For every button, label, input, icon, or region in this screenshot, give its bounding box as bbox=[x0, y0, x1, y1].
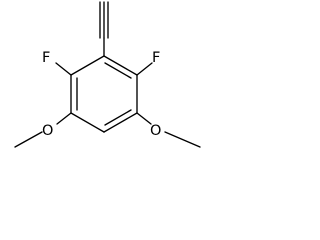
ring-double-bond-lower-right bbox=[104, 109, 132, 126]
ring-bond-6 bbox=[70, 55, 105, 76]
ring-double-bond-upper-right bbox=[104, 62, 132, 79]
ring-bond-4 bbox=[70, 112, 105, 133]
o-right-label: O bbox=[150, 123, 161, 139]
ring-bond-3 bbox=[103, 112, 138, 133]
f-right-label: F bbox=[152, 50, 160, 66]
o-left-label: O bbox=[42, 123, 53, 139]
f-right-bond bbox=[136, 62, 153, 76]
o-left-bond bbox=[56, 112, 72, 125]
benzene-ring bbox=[70, 55, 138, 133]
o-right-bond bbox=[136, 112, 152, 125]
f-left-bond bbox=[55, 62, 72, 76]
methyl-left-bond bbox=[14, 131, 43, 148]
f-left-label: F bbox=[42, 50, 50, 66]
ring-bond-1 bbox=[103, 55, 138, 76]
molecule-diagram: F F O O bbox=[14, 1, 201, 148]
methyl-right-bond bbox=[164, 131, 201, 148]
alkyne-triple-bond bbox=[99, 1, 109, 39]
